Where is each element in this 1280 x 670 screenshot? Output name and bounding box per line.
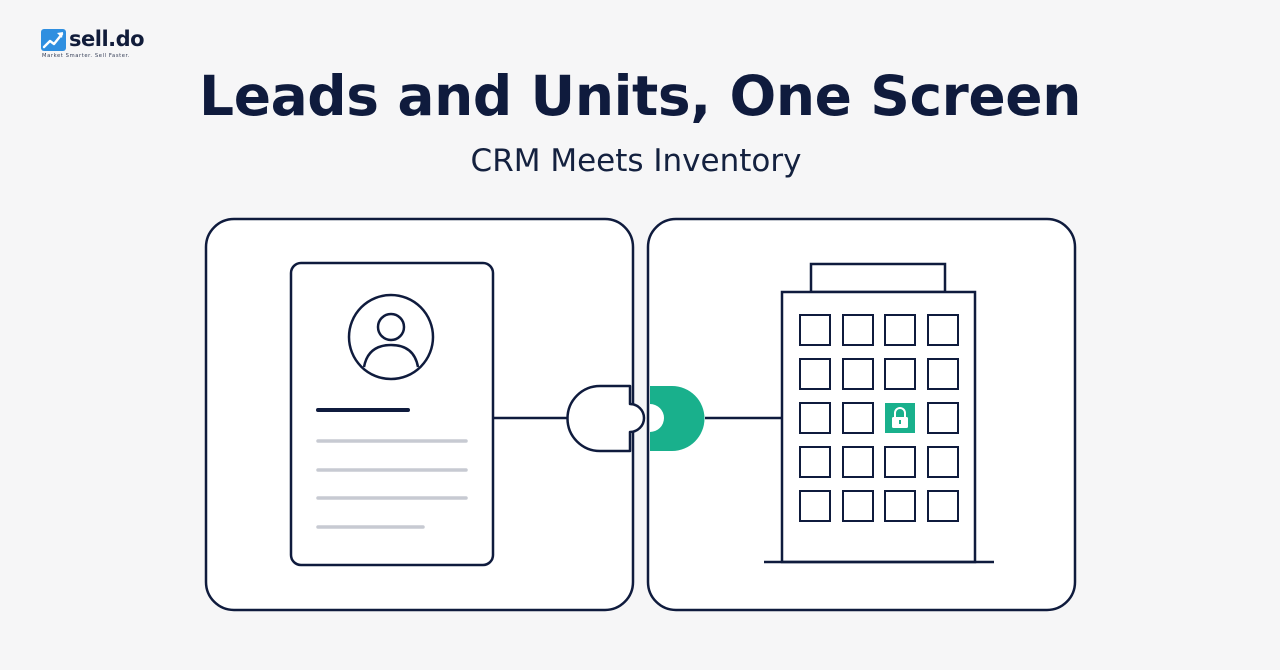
unit-grid bbox=[799, 314, 959, 522]
unit-window bbox=[842, 490, 874, 522]
contact-card-icon bbox=[289, 261, 495, 567]
unit-window bbox=[799, 402, 831, 434]
unit-window bbox=[842, 314, 874, 346]
unit-window bbox=[842, 446, 874, 478]
building-icon bbox=[764, 262, 994, 564]
user-avatar-icon bbox=[347, 293, 435, 381]
brand-name: sell.do bbox=[69, 27, 145, 51]
brand-tagline: Market Smarter. Sell Faster. bbox=[42, 53, 131, 59]
unit-window bbox=[884, 314, 916, 346]
unit-window bbox=[842, 402, 874, 434]
unit-window bbox=[884, 490, 916, 522]
unit-window bbox=[884, 446, 916, 478]
page-title: Leads and Units, One Screen bbox=[199, 64, 1081, 128]
socket-icon bbox=[650, 386, 705, 451]
unit-window bbox=[799, 314, 831, 346]
unit-window bbox=[799, 446, 831, 478]
unit-window bbox=[799, 490, 831, 522]
unit-window bbox=[927, 314, 959, 346]
unit-window bbox=[927, 358, 959, 390]
unit-window bbox=[927, 446, 959, 478]
unit-window bbox=[927, 402, 959, 434]
plug-icon bbox=[566, 384, 646, 453]
unit-window bbox=[842, 358, 874, 390]
lock-icon bbox=[892, 407, 908, 428]
chart-arrow-icon bbox=[41, 29, 66, 51]
unit-window bbox=[927, 490, 959, 522]
unit-window bbox=[884, 358, 916, 390]
brand-logo: sell.do Market Smarter. Sell Faster. bbox=[41, 27, 151, 63]
unit-window bbox=[799, 358, 831, 390]
page-subtitle: CRM Meets Inventory bbox=[470, 143, 802, 179]
